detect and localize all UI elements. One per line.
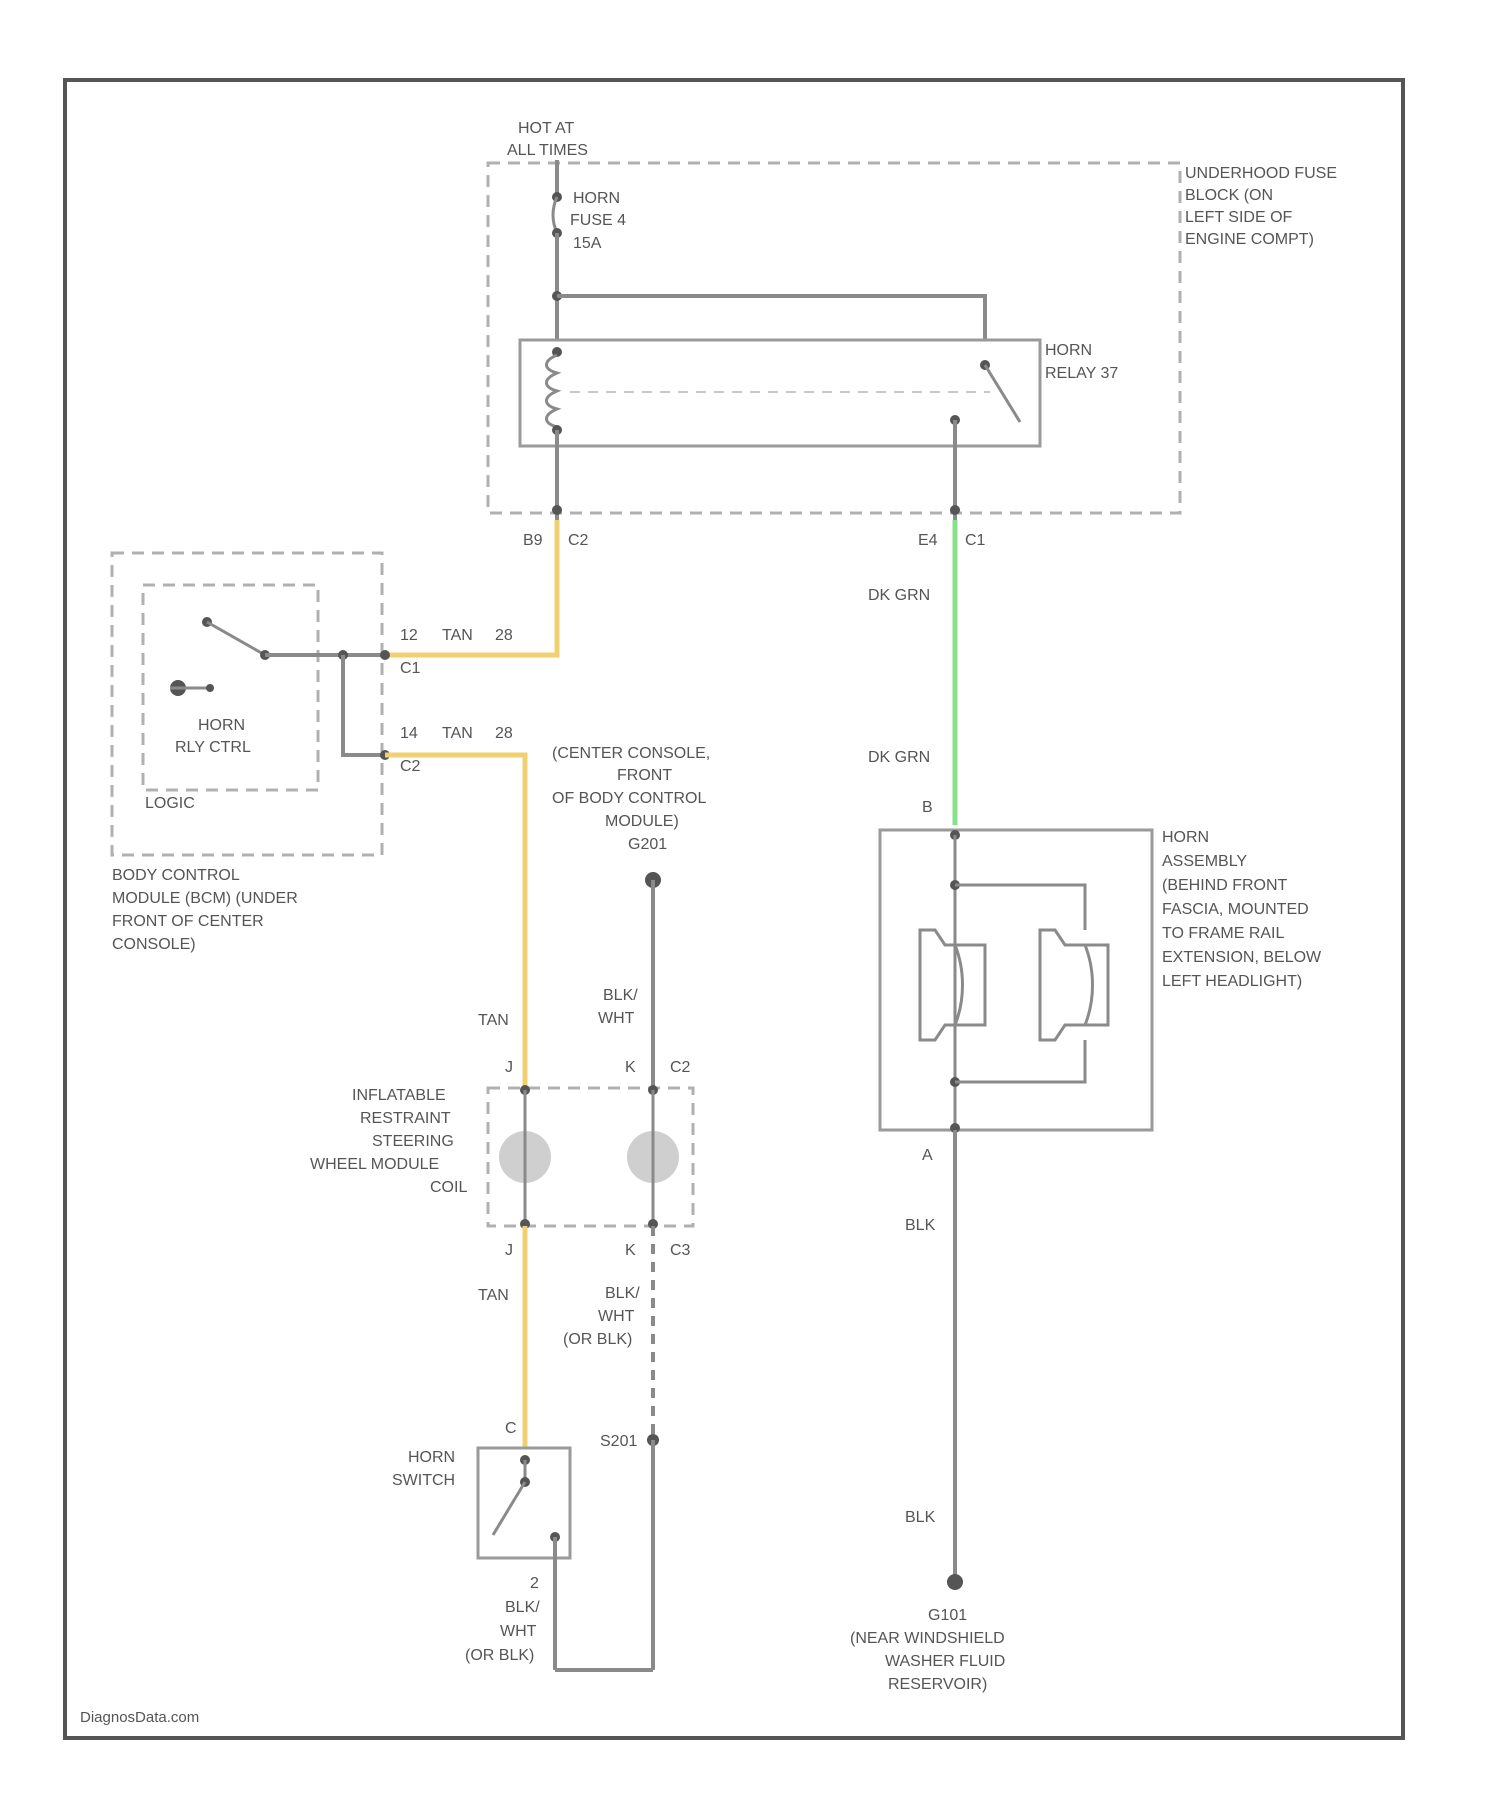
source-label-1: HOT AT (518, 120, 575, 137)
coil-label-2: RESTRAINT (360, 1110, 451, 1127)
fuse-block-label-3: LEFT SIDE OF (1185, 209, 1293, 226)
horn-feed-branch (955, 885, 1085, 930)
horn-2-diaphragm (1085, 945, 1093, 1025)
tan-wire-bcm-c2-to-coil (385, 755, 525, 1088)
wire-tan-label-1: TAN (478, 1012, 509, 1029)
horn-assembly-label-2: ASSEMBLY (1162, 853, 1247, 870)
wire-blk-label-2: BLK (905, 1509, 936, 1526)
bcm-logic-outline (143, 585, 318, 790)
g101-ground-icon (947, 1574, 963, 1590)
fuse-icon (553, 197, 557, 233)
horn-2-icon (1040, 930, 1108, 1040)
bcm-label-3: FRONT OF CENTER (112, 913, 264, 930)
fuse-label-3: 15A (573, 235, 602, 252)
wire-blk-wht-1-line2: WHT (598, 1010, 635, 1027)
wire-dkgrn-label-2: DK GRN (868, 749, 930, 766)
coil-label-5: COIL (430, 1179, 467, 1196)
connector-e4-pin: E4 (918, 532, 938, 549)
coil-label-4: WHEEL MODULE (310, 1156, 439, 1173)
bcm-label-4: CONSOLE) (112, 936, 196, 953)
horn-assembly-label-6: EXTENSION, BELOW (1162, 949, 1322, 966)
bcm-ground-point (206, 684, 214, 692)
horn-switch-blade (493, 1482, 525, 1535)
relay-label-2: RELAY 37 (1045, 365, 1118, 382)
connector-b9-conn: C2 (568, 532, 589, 549)
horn-pin-b: B (922, 799, 933, 816)
horn-assembly-label-7: LEFT HEADLIGHT) (1162, 973, 1302, 990)
g101-label-2: (NEAR WINDSHIELD (850, 1630, 1005, 1647)
g201-label-3: OF BODY CONTROL (552, 790, 706, 807)
horn-assembly-label-5: TO FRAME RAIL (1162, 925, 1284, 942)
watermark: DiagnosData.com (80, 1709, 199, 1726)
wire-blk-wht-2-line2: WHT (598, 1308, 635, 1325)
wire-tan-label-2: TAN (478, 1287, 509, 1304)
connector-b9-pin: B9 (523, 532, 543, 549)
bcm-internal-branch (343, 655, 385, 755)
source-label-2: ALL TIMES (507, 142, 588, 159)
horn-1-icon (920, 930, 985, 1040)
bcm-logic-label: LOGIC (145, 795, 195, 812)
wire-blk-wht-3-line2: WHT (500, 1623, 537, 1640)
g101-label-3: WASHER FLUID (885, 1653, 1005, 1670)
connector-e4-conn: C1 (965, 532, 986, 549)
g201-label-2: FRONT (617, 767, 672, 784)
horn-assembly-label-1: HORN (1162, 829, 1209, 846)
bcm-inner-label-1: HORN (198, 717, 245, 734)
bcm-c1-pin (380, 650, 390, 660)
coil-bottom-pin-j: J (505, 1242, 513, 1259)
wire-blk-wht-1-line1: BLK/ (603, 987, 638, 1004)
g201-label-1: (CENTER CONSOLE, (552, 745, 710, 762)
fuse-block-label-2: BLOCK (ON (1185, 187, 1273, 204)
horn-return-branch (955, 1040, 1085, 1082)
bcm-inner-label-2: RLY CTRL (175, 739, 251, 756)
coil-label-1: INFLATABLE (352, 1087, 446, 1104)
g201-label-4: MODULE) (605, 813, 679, 830)
relay-coil-icon (547, 355, 558, 427)
relay-switch-blade (985, 365, 1020, 422)
horn-switch-pin-2: 2 (530, 1575, 539, 1592)
horn-switch-label-2: SWITCH (392, 1472, 455, 1489)
wire-blk-wht-2-line1: BLK/ (605, 1285, 640, 1302)
bcm-label-2: MODULE (BCM) (UNDER (112, 890, 298, 907)
horn-pin-a: A (922, 1147, 933, 1164)
fuse-label-1: HORN (573, 190, 620, 207)
wire-blk-wht-3-line3: (OR BLK) (465, 1647, 534, 1664)
g201-label-5: G201 (628, 836, 667, 853)
coil-top-conn: C2 (670, 1059, 691, 1076)
splice-s201-label: S201 (600, 1433, 637, 1450)
g101-label-4: RESERVOIR) (888, 1676, 987, 1693)
wire-c1-color: TAN (442, 627, 473, 644)
wire-c2-conn: C2 (400, 758, 421, 775)
horn-switch-label-1: HORN (408, 1449, 455, 1466)
horn-switch-pin-c: C (505, 1420, 517, 1437)
bcm-label-1: BODY CONTROL (112, 867, 240, 884)
coil-top-pin-k: K (625, 1059, 636, 1076)
relay-switch-feed-wire (557, 296, 985, 340)
coil-top-pin-j: J (505, 1059, 513, 1076)
coil-bottom-conn: C3 (670, 1242, 691, 1259)
relay-label-1: HORN (1045, 342, 1092, 359)
wire-blk-label-1: BLK (905, 1217, 936, 1234)
fuse-label-2: FUSE 4 (570, 212, 626, 229)
g101-label-1: G101 (928, 1607, 967, 1624)
wire-c2-gauge: 28 (495, 725, 513, 742)
wire-c1-pin: 12 (400, 627, 418, 644)
wire-blk-wht-3-line1: BLK/ (505, 1599, 540, 1616)
wire-c1-gauge: 28 (495, 627, 513, 644)
connector-b9-c2-pin (552, 505, 562, 515)
coil-label-3: STEERING (372, 1133, 454, 1150)
wire-blk-wht-2-line3: (OR BLK) (563, 1331, 632, 1348)
wire-dkgrn-label-1: DK GRN (868, 587, 930, 604)
wire-c1-conn: C1 (400, 660, 421, 677)
horn-assembly-label-3: (BEHIND FRONT (1162, 877, 1288, 894)
horn-assembly-label-4: FASCIA, MOUNTED (1162, 901, 1309, 918)
fuse-block-label-4: ENGINE COMPT) (1185, 231, 1314, 248)
connector-e4-c1-pin (950, 505, 960, 515)
wire-c2-color: TAN (442, 725, 473, 742)
wire-c2-pin: 14 (400, 725, 418, 742)
bcm-switch-blade (207, 622, 265, 655)
fuse-block-label-1: UNDERHOOD FUSE (1185, 165, 1337, 182)
coil-bottom-pin-k: K (625, 1242, 636, 1259)
